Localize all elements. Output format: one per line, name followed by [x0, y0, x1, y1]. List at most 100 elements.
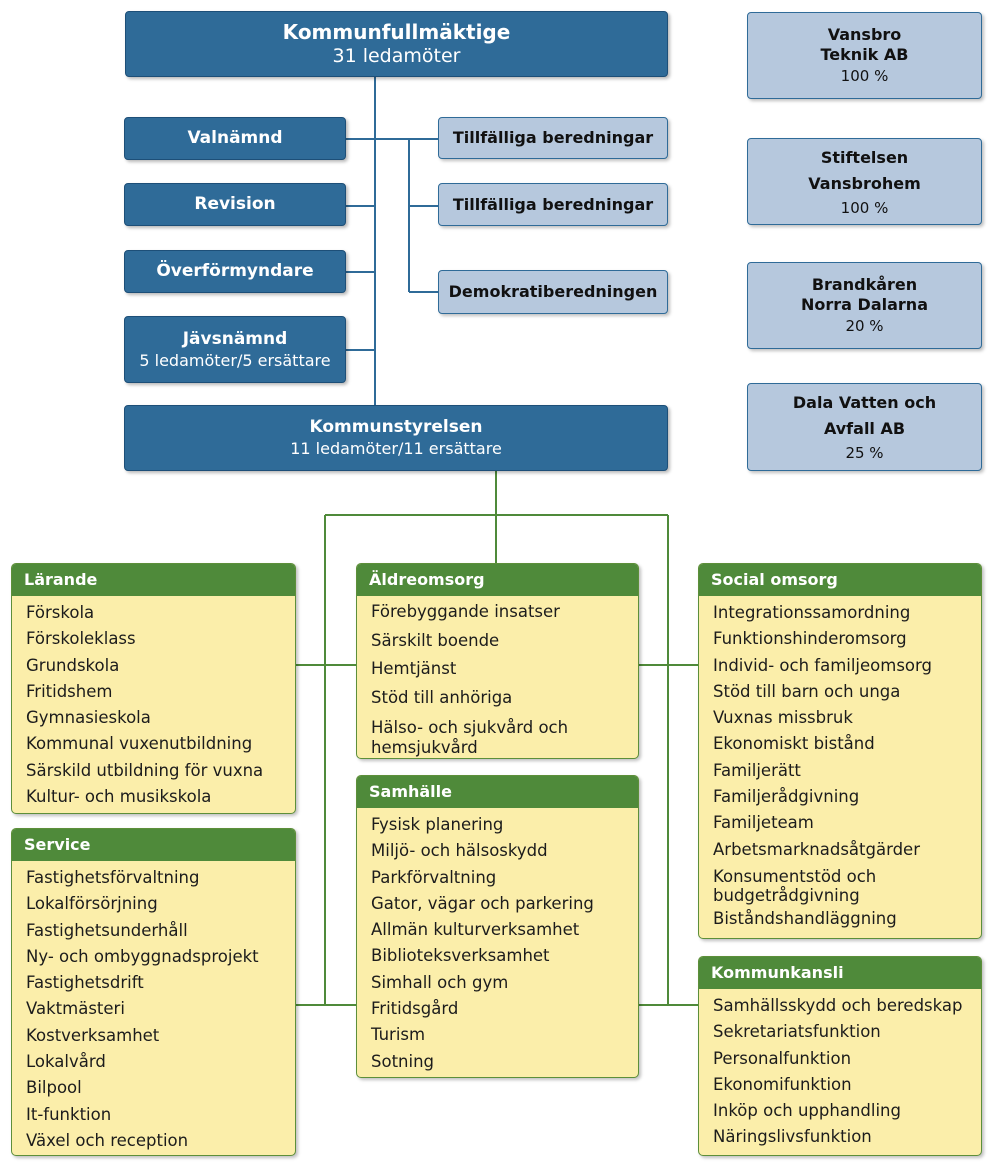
category-larande: Lärande Förskola Förskoleklass Grundskol…	[11, 563, 296, 814]
list-item: Fritidshem	[26, 681, 113, 701]
category-header: Lärande	[12, 564, 295, 596]
company-name-line1: Vansbro	[827, 24, 902, 44]
list-item: Bilpool	[26, 1078, 82, 1098]
tillfalliga-beredningar-box-2: Tillfälliga beredningar	[438, 183, 668, 226]
list-item: Vuxnas missbruk	[713, 708, 853, 728]
list-item: Växel och reception	[26, 1130, 189, 1150]
category-header: Social omsorg	[699, 564, 981, 596]
list-item: Biståndshandläggning	[713, 908, 897, 928]
list-item: Allmän kulturverksamhet	[371, 920, 580, 940]
list-item: Näringslivsfunktion	[713, 1127, 872, 1147]
company-ownership: 25 %	[845, 444, 884, 462]
list-item: Individ- och familjeomsorg	[713, 655, 932, 675]
list-item: Kommunal vuxenutbildning	[26, 734, 253, 754]
list-item: Biblioteksverksamhet	[371, 946, 550, 966]
tillfalliga-beredningar-box-1: Tillfälliga beredningar	[438, 117, 668, 159]
list-item: Gymnasieskola	[26, 708, 151, 728]
revision-title: Revision	[194, 194, 276, 214]
list-item: Ekonomifunktion	[713, 1074, 852, 1094]
list-item: Fritidsgård	[371, 999, 459, 1019]
category-list: Fastighetsförvaltning Lokalförsörjning F…	[12, 861, 295, 1154]
list-item: Förskola	[26, 603, 95, 622]
list-item: Stöd till anhöriga	[371, 687, 513, 707]
company-name-line2: Norra Dalarna	[801, 294, 928, 314]
list-item: Samhällsskydd och beredskap	[713, 996, 963, 1015]
list-item: Fysisk planering	[371, 815, 504, 834]
list-item: Funktionshinderomsorg	[713, 629, 907, 649]
list-item: Kultur- och musikskola	[26, 787, 212, 807]
list-item: Familjerådgivning	[713, 787, 860, 807]
demokratiberedningen-box: Demokratiberedningen	[438, 270, 668, 314]
list-item: Kostverksamhet	[26, 1025, 160, 1045]
list-item: Vaktmästeri	[26, 999, 125, 1019]
category-service: Service Fastighetsförvaltning Lokalförsö…	[11, 828, 296, 1156]
company-name-line1: Dala Vatten och	[792, 393, 937, 412]
category-list: Förskola Förskoleklass Grundskola Fritid…	[12, 596, 295, 810]
revision-box: Revision	[124, 183, 346, 226]
list-item: Ekonomiskt bistånd	[713, 734, 875, 754]
list-item: Sekretariatsfunktion	[713, 1022, 881, 1042]
category-aldreomsorg: Äldreomsorg Förebyggande insatser Särski…	[356, 563, 639, 759]
list-item: Inköp och upphandling	[713, 1101, 901, 1121]
list-item: Förebyggande insatser	[371, 602, 560, 621]
list-item: Fastighetsunderhåll	[26, 920, 188, 940]
company-box-stiftelsen-vansbrohem: Stiftelsen Vansbrohem 100 %	[747, 138, 982, 225]
list-item: Grundskola	[26, 655, 120, 675]
valnamnd-title: Valnämnd	[187, 128, 283, 148]
company-ownership: 100 %	[840, 66, 889, 85]
list-item: Integrationssamordning	[713, 603, 911, 622]
list-item: Särskilt boende	[371, 630, 500, 650]
category-header: Samhälle	[357, 776, 638, 808]
board-box: Kommunstyrelsen 11 ledamöter/11 ersättar…	[124, 405, 668, 471]
list-item: Lokalförsörjning	[26, 894, 158, 914]
list-item: Miljö- och hälsoskydd	[371, 841, 548, 861]
list-item: Särskild utbildning för vuxna	[26, 760, 264, 780]
list-item: Turism	[371, 1025, 426, 1045]
category-samhalle: Samhälle Fysisk planering Miljö- och häl…	[356, 775, 639, 1078]
company-ownership: 20 %	[845, 316, 884, 335]
category-header: Äldreomsorg	[357, 564, 638, 596]
category-list: Samhällsskydd och beredskap Sekretariats…	[699, 989, 981, 1151]
council-members: 31 ledamöter	[332, 45, 461, 67]
category-header: Kommunkansli	[699, 957, 981, 989]
company-name-line1: Stiftelsen	[820, 147, 909, 167]
list-item: budgetrådgivning	[713, 885, 860, 905]
company-name-line2: Teknik AB	[820, 44, 909, 64]
category-list: Förebyggande insatser Särskilt boende He…	[357, 596, 638, 758]
tillfalliga-beredningar-title-2: Tillfälliga beredningar	[452, 194, 654, 214]
category-list: Integrationssamordning Funktionshinderom…	[699, 596, 981, 932]
list-item: hemsjukvård	[371, 738, 478, 757]
company-name-line2: Vansbrohem	[808, 173, 921, 193]
category-social-omsorg: Social omsorg Integrationssamordning Fun…	[698, 563, 982, 939]
javsnamnd-members: 5 ledamöter/5 ersättare	[139, 350, 331, 370]
list-item: Gator, vägar och parkering	[371, 893, 594, 913]
list-item: Personalfunktion	[713, 1048, 852, 1068]
list-item: Konsumentstöd och	[713, 866, 877, 886]
board-members: 11 ledamöter/11 ersättare	[290, 439, 502, 458]
overformyndare-title: Överförmyndare	[156, 261, 314, 281]
list-item: Familjerätt	[713, 760, 801, 780]
list-item: Förskoleklass	[26, 629, 136, 649]
list-item: Arbetsmarknadsåtgärder	[713, 839, 920, 859]
valnamnd-box: Valnämnd	[124, 117, 346, 160]
list-item: It-funktion	[26, 1104, 112, 1124]
company-box-brandkaren: Brandkåren Norra Dalarna 20 %	[747, 262, 982, 349]
list-item: Simhall och gym	[371, 972, 509, 992]
list-item: Hälso- och sjukvård och	[371, 718, 569, 737]
category-header: Service	[12, 829, 295, 861]
list-item: Stöd till barn och unga	[713, 681, 901, 701]
javsnamnd-title: Jävsnämnd	[182, 328, 288, 349]
company-name-line1: Brandkåren	[811, 274, 918, 294]
council-box: Kommunfullmäktige 31 ledamöter	[125, 11, 668, 77]
company-name-line2: Avfall AB	[823, 419, 906, 438]
list-item: Hemtjänst	[371, 659, 457, 678]
board-title: Kommunstyrelsen	[309, 417, 483, 437]
company-box-vansbro-teknik: Vansbro Teknik AB 100 %	[747, 12, 982, 99]
category-list: Fysisk planering Miljö- och hälsoskydd P…	[357, 808, 638, 1075]
javsnamnd-box: Jävsnämnd 5 ledamöter/5 ersättare	[124, 316, 346, 383]
list-item: Sotning	[371, 1051, 435, 1071]
demokratiberedningen-title: Demokratiberedningen	[448, 282, 658, 301]
company-ownership: 100 %	[840, 198, 889, 217]
category-kommunkansli: Kommunkansli Samhällsskydd och beredskap…	[698, 956, 982, 1156]
